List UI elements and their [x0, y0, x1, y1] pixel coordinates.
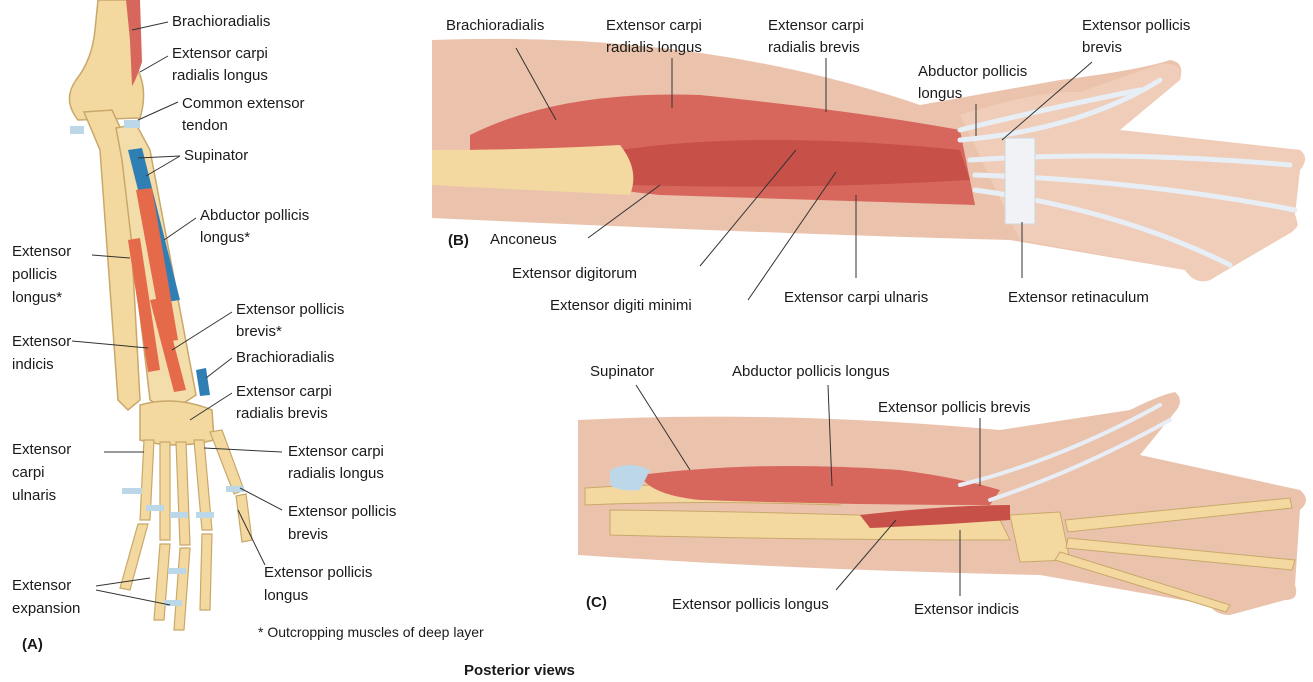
label-epl-c: Extensor pollicis longus	[672, 595, 829, 615]
label-epb-c: Extensor pollicis brevis	[878, 398, 1031, 418]
label-ecrb-a-line1: Extensor carpi	[236, 382, 332, 402]
label-brachioradialis-b: Brachioradialis	[446, 16, 544, 36]
label-epb-b-line1: Extensor pollicis	[1082, 16, 1190, 36]
panel-b-illustration	[432, 39, 1305, 281]
panel-a-letter: (A)	[22, 636, 43, 653]
label-ecrb-b-line2: radialis brevis	[768, 38, 860, 58]
footnote: * Outcropping muscles of deep layer	[258, 624, 484, 640]
label-extensor-digiti-minimi: Extensor digiti minimi	[550, 296, 692, 316]
label-ecrl-b-line2: radialis longus	[606, 38, 702, 58]
label-ei-a-line2: indicis	[12, 355, 54, 375]
label-epl-a-low-line1: Extensor pollicis	[264, 563, 372, 583]
label-extensor-retinaculum: Extensor retinaculum	[1008, 288, 1149, 308]
panel-b-letter: (B)	[448, 232, 469, 249]
label-epl-a-line1: Extensor	[12, 242, 71, 262]
label-ei-a-line1: Extensor	[12, 332, 71, 352]
label-ecrl-b-line1: Extensor carpi	[606, 16, 702, 36]
label-expansion-line1: Extensor	[12, 576, 71, 596]
panel-c-illustration	[578, 392, 1306, 615]
label-common-extensor-line2: tendon	[182, 116, 228, 136]
label-apl-a-line2: longus*	[200, 228, 250, 248]
label-apl-b-line1: Abductor pollicis	[918, 62, 1027, 82]
label-epb-a-low-line2: brevis	[288, 525, 328, 545]
label-ecrl-a-low-line1: Extensor carpi	[288, 442, 384, 462]
label-epb-a-low-line1: Extensor pollicis	[288, 502, 396, 522]
label-epl-a-low-line2: longus	[264, 586, 308, 606]
label-ecrb-a-line2: radialis brevis	[236, 404, 328, 424]
label-anconeus: Anconeus	[490, 230, 557, 250]
panel-c-letter: (C)	[586, 594, 607, 611]
label-expansion-line2: expansion	[12, 599, 80, 619]
label-brachioradialis-a: Brachioradialis	[172, 12, 270, 32]
label-supinator-a: Supinator	[184, 146, 248, 166]
label-ecu-a-line3: ulnaris	[12, 486, 56, 506]
label-supinator-c: Supinator	[590, 362, 654, 382]
label-apl-a-line1: Abductor pollicis	[200, 206, 309, 226]
label-epl-a-line3: longus*	[12, 288, 62, 308]
figure-caption: Posterior views	[464, 662, 575, 679]
label-epb-b-line2: brevis	[1082, 38, 1122, 58]
label-apl-b-line2: longus	[918, 84, 962, 104]
label-apl-c: Abductor pollicis longus	[732, 362, 890, 382]
label-ecrl-a-line1: Extensor carpi	[172, 44, 268, 64]
label-epl-a-line2: pollicis	[12, 265, 57, 285]
label-ecu-a-line1: Extensor	[12, 440, 71, 460]
label-ecrl-a-low-line2: radialis longus	[288, 464, 384, 484]
label-ecu-b: Extensor carpi ulnaris	[784, 288, 928, 308]
label-ecu-a-line2: carpi	[12, 463, 45, 483]
label-ecrl-a-line2: radialis longus	[172, 66, 268, 86]
label-brachioradialis-a-low: Brachioradialis	[236, 348, 334, 368]
label-extensor-digitorum: Extensor digitorum	[512, 264, 637, 284]
label-extensor-indicis-c: Extensor indicis	[914, 600, 1019, 620]
label-epb-a-line2: brevis*	[236, 322, 282, 342]
label-epb-a-line1: Extensor pollicis	[236, 300, 344, 320]
label-ecrb-b-line1: Extensor carpi	[768, 16, 864, 36]
label-common-extensor-line1: Common extensor	[182, 94, 305, 114]
